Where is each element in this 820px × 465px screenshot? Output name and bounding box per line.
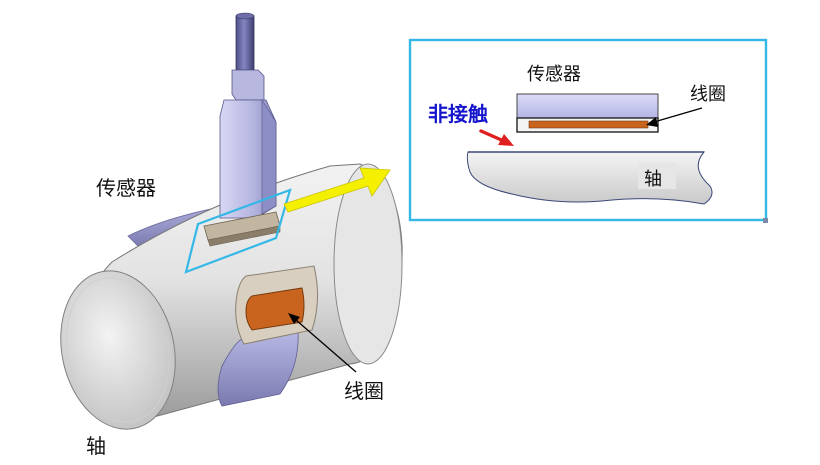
detail-shaft-label: 轴	[644, 169, 662, 190]
yellow-arrow-icon	[283, 167, 391, 213]
highlight-frame	[184, 188, 292, 274]
coil-pointer	[288, 313, 357, 373]
red-arrow-icon	[479, 129, 514, 146]
sensor-label: 传感器	[96, 176, 156, 200]
coil-label: 线圈	[344, 379, 384, 403]
detail-coil-pointer	[646, 107, 703, 127]
detail-coil-label: 线圈	[690, 84, 726, 105]
shaft-label: 轴	[86, 434, 106, 458]
detail-sensor	[516, 93, 659, 119]
detail-sensor-label: 传感器	[527, 64, 581, 85]
non-contact-label: 非接触	[428, 102, 488, 126]
sensor-probe	[203, 12, 281, 247]
detail-panel	[408, 38, 768, 223]
detail-coil	[528, 120, 649, 129]
shaft-3d	[60, 163, 403, 430]
